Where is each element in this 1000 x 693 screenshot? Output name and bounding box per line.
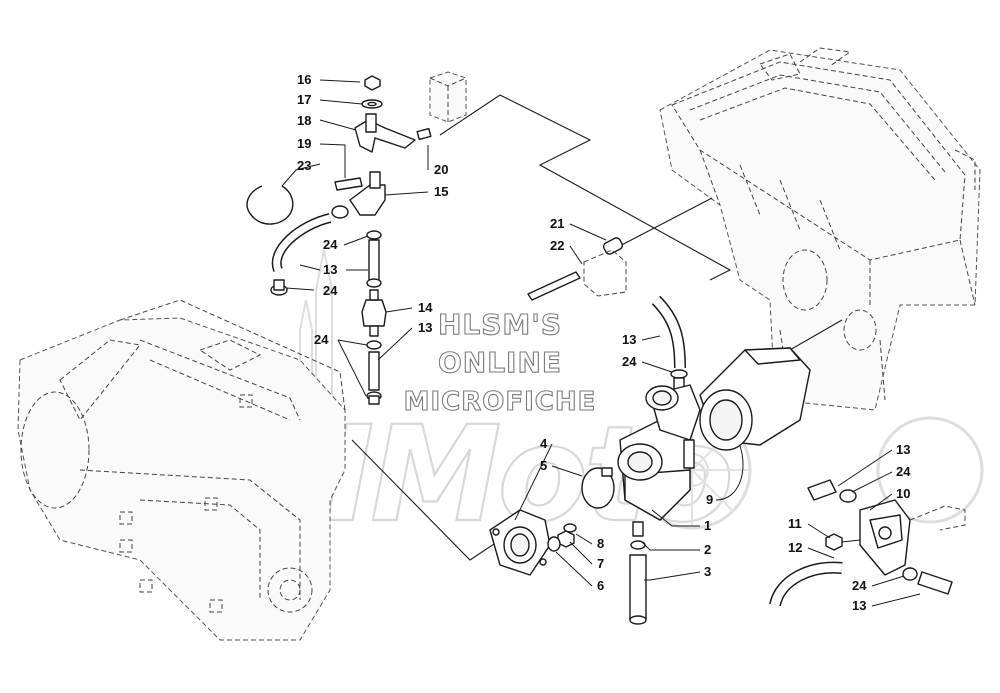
- callout-22: 22: [550, 238, 564, 253]
- callout-24-mid: 24: [314, 332, 329, 347]
- callout-24-lower: 24: [852, 578, 867, 593]
- callout-20: 20: [434, 162, 448, 177]
- clamp-23: [246, 185, 294, 225]
- fuel-valve-15: [349, 184, 386, 216]
- callout-9: 9: [706, 492, 713, 507]
- watermark-line-1: HLSM'S: [438, 308, 562, 341]
- callout-10: 10: [896, 486, 910, 501]
- callout-8: 8: [597, 536, 604, 551]
- callout-18: 18: [297, 113, 311, 128]
- callout-14: 14: [418, 300, 433, 315]
- callout-1: 1: [704, 518, 711, 533]
- callout-19: 19: [297, 136, 311, 151]
- clamp-5: [581, 467, 615, 509]
- callout-13-pump: 13: [896, 442, 910, 457]
- leader-lines: [281, 79, 921, 607]
- filter-14: [361, 299, 387, 327]
- washer-8: [563, 523, 577, 533]
- mount-parts-21-22: [527, 237, 627, 301]
- nut-16: [364, 75, 381, 91]
- bolt-22: [527, 271, 581, 301]
- callout-11: 11: [788, 516, 802, 531]
- callout-labels: 16 17 18 19 23 20 15 24 13 24 14 13 24 2…: [297, 72, 911, 613]
- callout-13-upper: 13: [323, 262, 337, 277]
- callout-24-carb: 24: [622, 354, 637, 369]
- callout-24-hose: 24: [323, 283, 338, 298]
- callout-5: 5: [540, 458, 547, 473]
- callout-2: 2: [704, 542, 711, 557]
- callout-24-upper: 24: [323, 237, 338, 252]
- screw-19: [334, 177, 363, 191]
- fuel-valve-assembly: [246, 75, 432, 405]
- watermark-line-2: ONLINE: [438, 346, 562, 379]
- watermark-line-3: MICROFICHE: [404, 387, 597, 417]
- bracket-18: [354, 119, 416, 153]
- spacer-21: [602, 237, 624, 255]
- callout-21: 21: [550, 216, 564, 231]
- callout-23: 23: [297, 158, 311, 173]
- callout-13-lower: 13: [852, 598, 866, 613]
- callout-13-mid: 13: [418, 320, 432, 335]
- carburetor-assembly: [489, 295, 811, 625]
- fitting-2: [632, 521, 644, 537]
- bracket-outline: [429, 71, 467, 123]
- washer-6: [547, 536, 561, 552]
- callout-15: 15: [434, 184, 448, 199]
- engine-outline: [17, 299, 346, 641]
- callout-12: 12: [788, 540, 802, 555]
- callout-3: 3: [704, 564, 711, 579]
- callout-4: 4: [540, 436, 548, 451]
- callout-16: 16: [297, 72, 311, 87]
- fuel-pump-assembly: [769, 479, 966, 607]
- air-box-outline: [659, 47, 981, 411]
- fitting-20: [416, 127, 432, 141]
- callout-24-pump: 24: [896, 464, 911, 479]
- microfiche-watermark: HLSM'S ONLINE MICROFICHE: [403, 307, 597, 417]
- hose-3: [629, 554, 647, 621]
- callout-13-carb: 13: [622, 332, 636, 347]
- callout-7: 7: [597, 556, 604, 571]
- callout-6: 6: [597, 578, 604, 593]
- callout-17: 17: [297, 92, 311, 107]
